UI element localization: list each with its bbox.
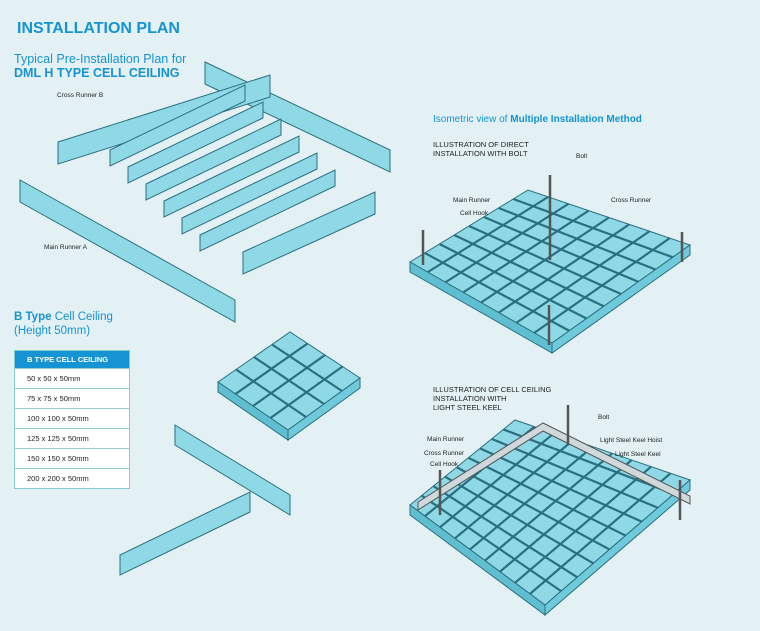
keel-caption-2: INSTALLATION WITH [433, 394, 507, 403]
grid-runner [533, 237, 671, 334]
cross-runner-b [145, 118, 282, 201]
grid-runner [484, 452, 613, 562]
table-header: B TYPE CELL CEILING [14, 350, 130, 369]
btype-heading: B Type Cell Ceiling (Height 50mm) [14, 310, 113, 338]
light-steel-keel [417, 422, 691, 511]
grid-runner [502, 428, 675, 495]
grid-runner [483, 215, 639, 283]
grid-runner [421, 494, 562, 593]
btype-bold: B Type [14, 311, 52, 323]
cross-runner-b [127, 101, 264, 184]
table-row: 200 x 200 x 50mm [14, 468, 130, 489]
grid-edge [287, 377, 361, 441]
grid-runner [432, 485, 578, 579]
table-row: 50 x 50 x 50mm [14, 368, 130, 389]
cross-runner-b [109, 84, 246, 167]
isometric-bold: Multiple Installation Method [510, 114, 642, 125]
cross-runner-b [181, 152, 318, 235]
grid-runner [498, 206, 656, 271]
grid-runner [498, 223, 630, 314]
table-row: 125 x 125 x 50mm [14, 428, 130, 449]
grid-edge [544, 478, 691, 617]
grid-runner [514, 465, 652, 584]
grid-runner [454, 439, 575, 540]
direct-caption-2: INSTALLATION WITH BOLT [433, 149, 528, 158]
keel-caption-1: ILLUSTRATION OF CELL CEILING [433, 385, 552, 394]
label-keel-bolt: Bolt [598, 414, 610, 421]
grid-runner [529, 472, 672, 595]
plan-heading-line2: DML H TYPE CELL CEILING [14, 66, 180, 80]
table-row: 75 x 75 x 50mm [14, 388, 130, 409]
isometric-heading: Isometric view of Multiple Installation … [433, 113, 642, 127]
btype-rest: Cell Ceiling [51, 311, 113, 323]
plan-heading-line1: Typical Pre-Installation Plan for [14, 52, 187, 66]
isometric-prefix: Isometric view of [433, 114, 511, 125]
label-bolt: Bolt [576, 153, 588, 160]
b-type-runner [174, 424, 291, 516]
grid-runner [467, 456, 627, 537]
grid-runner [252, 354, 326, 407]
label-keel-cross-runner: Cross Runner [424, 450, 465, 457]
grid-runner [439, 432, 555, 529]
keel-caption-3: LIGHT STEEL KEEL [433, 403, 502, 412]
btype-height: (Height 50mm) [14, 325, 91, 337]
label-main-runner: Main Runner [453, 197, 491, 204]
label-light-steel-keel: Light Steel Keel [615, 451, 661, 458]
direct-caption-1: ILLUSTRATION OF DIRECT [433, 140, 529, 149]
grid-runner [469, 445, 594, 551]
label-cross-runner-b: Cross Runner B [57, 92, 104, 99]
label-keel-hoist: Light Steel Keel Hoist [600, 437, 663, 444]
page-title: INSTALLATION PLAN [17, 20, 180, 37]
grid-runner [444, 475, 594, 565]
grid-runner [271, 343, 343, 392]
label-keel-cell-hook: Cell Hook [430, 461, 459, 468]
label-cross-runner: Cross Runner [611, 197, 652, 204]
grid-runner [491, 437, 659, 509]
grid-runner [499, 459, 633, 573]
plan-heading: Typical Pre-Installation Plan for DML H … [14, 52, 186, 80]
label-main-runner-a: Main Runner A [44, 244, 87, 251]
sizes-table: B TYPE CELL CEILING 50 x 50 x 50mm 75 x … [14, 350, 130, 489]
label-cell-hook: Cell Hook [460, 210, 489, 217]
main-runner-a [19, 179, 236, 323]
table-row: 100 x 100 x 50mm [14, 408, 130, 429]
grid-runner [512, 197, 674, 259]
table-row: 150 x 150 x 50mm [14, 448, 130, 469]
grid-runner [479, 447, 643, 523]
b-type-runner [119, 491, 251, 576]
grid-edge [551, 244, 691, 354]
cross-runner-b [163, 135, 300, 218]
grid-runner [480, 216, 610, 304]
grid-runner [269, 365, 344, 419]
cross-runner-b [199, 169, 336, 252]
cross-runner-b [57, 74, 271, 165]
cross-runner-b [242, 191, 376, 275]
label-keel-main-runner: Main Runner [427, 436, 465, 443]
grid-runner [456, 466, 610, 551]
grid-runner [515, 230, 651, 324]
